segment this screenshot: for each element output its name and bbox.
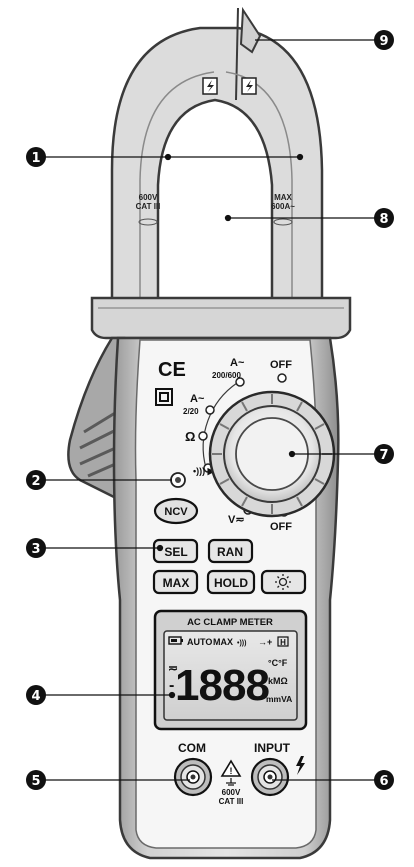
sel-button-label: SEL <box>164 545 187 559</box>
callout-4: 4 <box>26 685 46 705</box>
svg-text:3: 3 <box>31 542 40 557</box>
svg-text:5: 5 <box>31 774 40 789</box>
finger-guard <box>90 296 352 340</box>
lcd-status-diode: →+ <box>258 637 272 647</box>
jack-rating-line1: 600V <box>222 788 241 797</box>
com-jack-label: COM <box>178 741 206 755</box>
ce-mark: CE <box>158 359 186 381</box>
callout-2: 2 <box>26 470 46 490</box>
input-jack-label: INPUT <box>254 741 291 755</box>
lcd-unit-ohm: kMΩ <box>268 676 288 686</box>
rotary-selector-knob[interactable] <box>208 390 336 518</box>
svg-text:9: 9 <box>379 34 388 49</box>
lcd-display: AC CLAMP METER AUTO MAX •))) →+ H ≂ - 18… <box>153 609 308 731</box>
callout-8: 8 <box>374 208 394 228</box>
rotary-dial-group: A~ 200/600 OFF A~ 2/20 Ω •))) ▶| V≂ OFF <box>183 357 336 533</box>
lcd-status-hold: H <box>277 636 289 647</box>
lcd-unit-temp: °C°F <box>268 658 288 668</box>
lcd-status-continuity: •))) <box>237 640 246 647</box>
ncv-button[interactable]: NCV <box>153 497 199 525</box>
dial-label-off-top: OFF <box>270 359 292 371</box>
ground-icon <box>226 778 236 786</box>
sun-icon <box>275 574 291 590</box>
lcd-minus-sign: - <box>169 677 174 694</box>
jaw-rating-left-line2: CAT III <box>136 202 161 211</box>
callout-leaders <box>45 39 375 781</box>
jack-rating-line2: CAT III <box>219 797 244 806</box>
svg-text:4: 4 <box>31 689 40 704</box>
callout-6: 6 <box>374 770 394 790</box>
sel-button[interactable]: SEL <box>152 538 199 564</box>
lightning-icon <box>296 756 305 775</box>
callout-9: 9 <box>374 30 394 50</box>
ran-button-label: RAN <box>217 545 243 559</box>
callout-1: 1 <box>26 147 46 167</box>
input-jack[interactable] <box>250 757 290 797</box>
svg-text:1: 1 <box>31 151 40 166</box>
callout-5: 5 <box>26 770 46 790</box>
lcd-status-auto: AUTO <box>187 637 212 647</box>
double-insulation-icon <box>155 388 173 406</box>
clamp-jaw: 600V CAT III MAX 600A~ <box>110 6 324 302</box>
svg-text:7: 7 <box>379 448 388 463</box>
max-button-label: MAX <box>163 576 190 590</box>
dial-label-amp-high: A~ <box>230 357 245 369</box>
jaw-warning-icon-left <box>202 77 218 95</box>
dial-label-continuity-diode: •))) ▶| <box>193 466 217 476</box>
lcd-unit-amp: mmVA <box>266 694 292 704</box>
callout-7: 7 <box>374 444 394 464</box>
lcd-header: AC CLAMP METER <box>187 617 273 628</box>
hold-button-label: HOLD <box>214 576 248 590</box>
svg-text:6: 6 <box>379 774 388 789</box>
jaw-rating-right-line1: MAX <box>274 193 292 202</box>
svg-text:!: ! <box>230 766 233 776</box>
backlight-button[interactable] <box>260 569 307 595</box>
lcd-acdc-symbol: ≂ <box>168 661 178 675</box>
lcd-main-digits: 1888 <box>175 661 269 710</box>
warning-triangle-icon: ! <box>220 759 242 777</box>
dial-label-volts: V≂ <box>228 514 245 526</box>
svg-text:2: 2 <box>31 474 40 489</box>
dial-label-amp-low: A~ <box>190 393 205 405</box>
lcd-status-max: MAX <box>213 637 233 647</box>
svg-text:H: H <box>280 638 286 647</box>
svg-text:8: 8 <box>379 212 388 227</box>
jaw-rating-right-line2: 600A~ <box>271 202 295 211</box>
callout-3: 3 <box>26 538 46 558</box>
com-jack[interactable] <box>173 757 213 797</box>
max-button[interactable]: MAX <box>152 569 199 595</box>
dial-label-amp-high-range: 200/600 <box>212 371 241 380</box>
jaw-warning-icon-right <box>241 77 257 95</box>
ncv-button-label: NCV <box>164 506 188 518</box>
ncv-indicator-light <box>170 472 186 488</box>
dial-label-ohm: Ω <box>185 429 195 444</box>
battery-icon <box>168 636 183 645</box>
dial-label-amp-low-range: 2/20 <box>183 407 199 416</box>
dial-label-off-bottom: OFF <box>270 521 292 533</box>
ran-button[interactable]: RAN <box>207 538 254 564</box>
jaw-rating-left-line1: 600V <box>139 193 158 202</box>
hold-button[interactable]: HOLD <box>206 569 256 595</box>
